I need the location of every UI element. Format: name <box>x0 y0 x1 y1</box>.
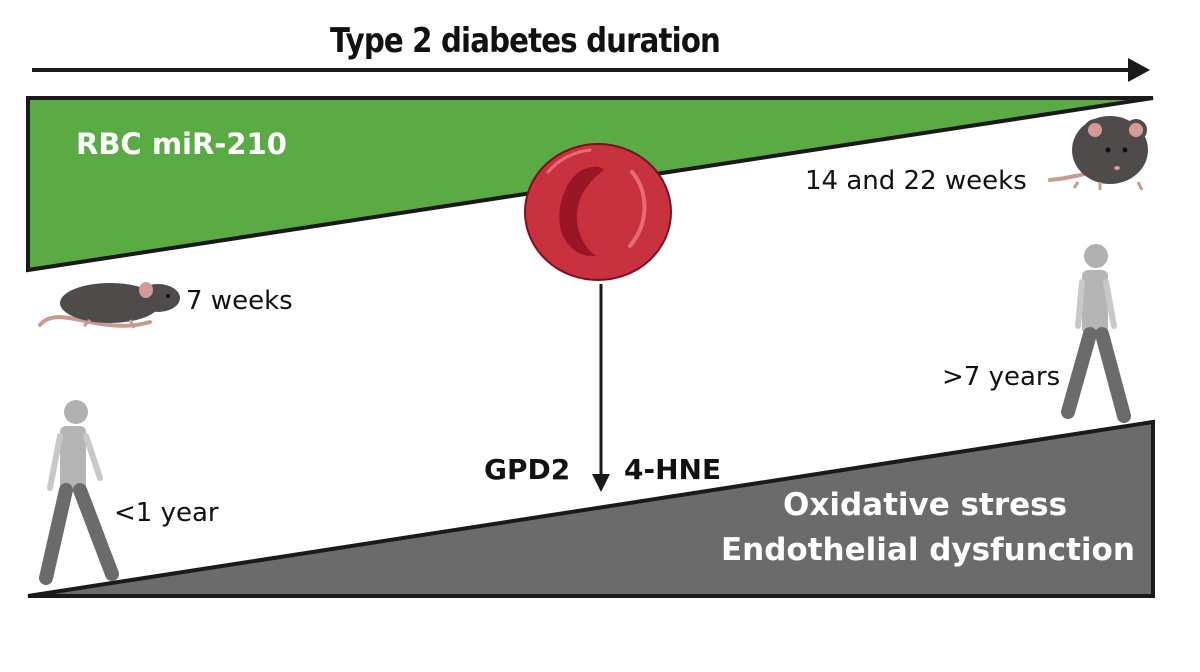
diagram-title: Type 2 diabetes duration <box>330 21 721 61</box>
mir210-label: RBC miR-210 <box>76 127 287 161</box>
walking-person-early-icon <box>39 400 119 585</box>
human-early-label: <1 year <box>114 498 219 528</box>
mouse-late-label: 14 and 22 weeks <box>805 166 1027 196</box>
gpd2-label: GPD2 <box>484 453 571 486</box>
endothelial-dysfunction-label: Endothelial dysfunction <box>721 532 1135 568</box>
mouse-front-icon <box>1048 116 1148 191</box>
mouse-early-label: 7 weeks <box>186 286 293 316</box>
duration-arrow <box>32 58 1150 82</box>
4hne-label: 4-HNE <box>624 453 722 486</box>
red-blood-cell-icon <box>524 143 672 281</box>
oxidative-stress-wedge <box>27 419 1155 598</box>
human-late-label: >7 years <box>942 362 1061 392</box>
mouse-side-icon <box>38 282 180 329</box>
oxidative-stress-label: Oxidative stress <box>783 487 1068 523</box>
walking-person-late-icon <box>1061 244 1131 423</box>
downstream-arrow <box>592 284 610 492</box>
